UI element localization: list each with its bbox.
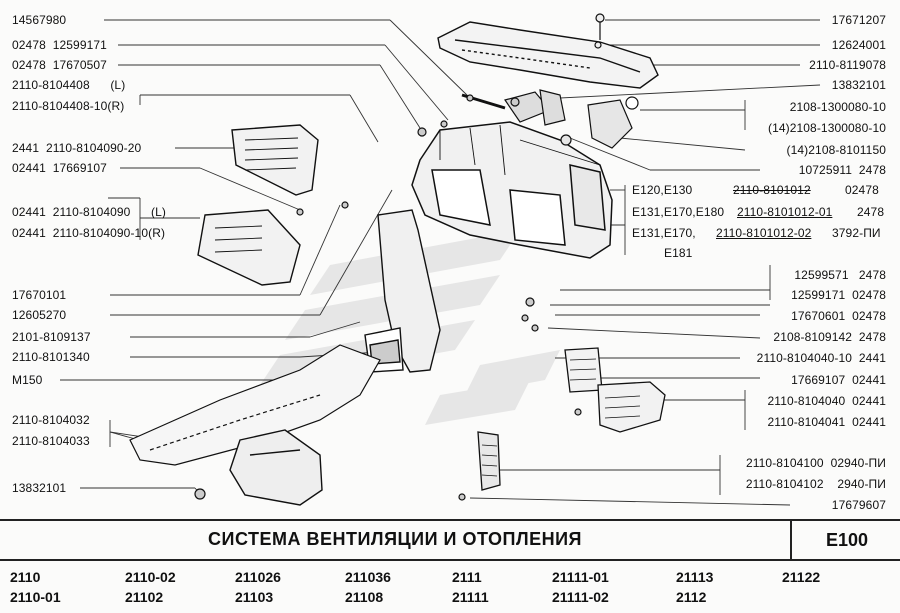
variant-2-suffix: 3792-ПИ	[832, 226, 881, 240]
section-code: E100	[790, 521, 900, 559]
label-left-7: 02441 2110-8104090 (L)	[12, 205, 167, 219]
label-right-3: 13832101	[831, 78, 886, 92]
label-right-12: 2110-8104040-10 2441	[756, 351, 886, 365]
label-right-4: 2108-1300080-10	[789, 100, 886, 114]
variant-2-part: 2110-8101012-02	[716, 226, 812, 240]
model-1-b: 21102	[125, 589, 164, 605]
model-0-a: 2110	[10, 569, 41, 585]
model-0-b: 2110-01	[10, 589, 61, 605]
side-vent-upper-left	[231, 124, 319, 196]
label-left-13: M150	[12, 373, 43, 387]
label-right-5: (14)2108-1300080-10	[768, 121, 886, 135]
variant-0-part: 2110-8101012	[733, 183, 811, 197]
label-right-7: 10725911 2478	[798, 163, 886, 177]
model-4-a: 2111	[452, 569, 482, 585]
model-3-a: 211036	[345, 569, 391, 585]
label-left-6: 02441 17669107	[12, 161, 107, 175]
label-right-0: 17671207	[831, 13, 886, 27]
label-left-9: 17670101	[12, 288, 67, 302]
variant-0-suffix: 02478	[845, 183, 879, 197]
label-left-1: 02478 12599171	[12, 38, 107, 52]
leader-lines	[60, 19, 821, 506]
screws	[194, 94, 582, 501]
rear-grille	[477, 431, 501, 491]
label-right-1: 12624001	[831, 38, 886, 52]
upper-air-duct	[437, 21, 659, 89]
model-3-b: 21108	[345, 589, 384, 605]
model-5-b: 21111-02	[552, 589, 609, 605]
model-2-b: 21103	[235, 589, 274, 605]
label-right-17: 2110-8104102 2940-ПИ	[745, 477, 886, 491]
model-6-b: 2112	[676, 589, 707, 605]
variant-1-part: 2110-8101012-01	[737, 205, 833, 219]
model-2-a: 211026	[235, 569, 281, 585]
title-bar: СИСТЕМА ВЕНТИЛЯЦИИ И ОТОПЛЕНИЯ E100	[0, 519, 900, 561]
label-left-5: 2441 2110-8104090-20	[12, 141, 142, 155]
label-left-16: 13832101	[12, 481, 67, 495]
variant-2-models: E131,E170,	[632, 226, 696, 240]
label-right-10: 17670601 02478	[791, 309, 886, 323]
label-left-14: 2110-8104032	[12, 413, 90, 427]
side-vent-right-lower	[597, 381, 666, 433]
label-right-9: 12599171 02478	[791, 288, 886, 302]
valve	[560, 96, 639, 149]
side-vent-right-upper	[564, 347, 603, 393]
heater-module	[411, 121, 613, 259]
label-left-4: 2110-8104408-10(R)	[12, 99, 125, 113]
label-right-11: 2108-8109142 2478	[773, 330, 886, 344]
label-left-8: 02441 2110-8104090-10(R)	[12, 226, 166, 240]
label-left-2: 02478 17670507	[12, 58, 107, 72]
console-duct	[364, 209, 441, 373]
variant-0-models: E120,E130	[632, 183, 693, 197]
variant-3-models: E181	[664, 246, 693, 260]
model-6-a: 21113	[676, 569, 714, 585]
rear-duct	[229, 429, 323, 506]
label-left-0: 14567980	[12, 13, 67, 27]
label-right-14: 2110-8104040 02441	[767, 394, 886, 408]
variant-1-suffix: 2478	[857, 205, 885, 219]
label-right-8: 12599571 2478	[794, 268, 886, 282]
side-vent-lower-left	[197, 209, 301, 286]
model-7-a: 21122	[782, 569, 821, 585]
label-right-13: 17669107 02441	[791, 373, 886, 387]
model-1-a: 2110-02	[125, 569, 176, 585]
label-right-16: 2110-8104100 02940-ПИ	[745, 456, 886, 470]
label-right-18: 17679607	[831, 498, 886, 512]
label-left-11: 2101-8109137	[12, 330, 91, 344]
floor-tunnel	[129, 344, 381, 466]
label-left-12: 2110-8101340	[12, 350, 90, 364]
label-left-3: 2110-8104408 (L)	[12, 78, 126, 92]
heater-pipes	[461, 89, 566, 126]
page-title: СИСТЕМА ВЕНТИЛЯЦИИ И ОТОПЛЕНИЯ	[208, 529, 582, 549]
label-right-2: 2110-8119078	[809, 58, 886, 72]
label-right-15: 2110-8104041 02441	[767, 415, 886, 429]
label-left-10: 12605270	[12, 308, 67, 322]
variant-1-models: E131,E170,E180	[632, 205, 725, 219]
label-left-15: 2110-8104033	[12, 434, 90, 448]
model-5-a: 21111-01	[552, 569, 609, 585]
model-4-b: 21111	[452, 589, 489, 605]
screw-top	[594, 13, 605, 49]
label-right-6: (14)2108-8101150	[786, 143, 886, 157]
